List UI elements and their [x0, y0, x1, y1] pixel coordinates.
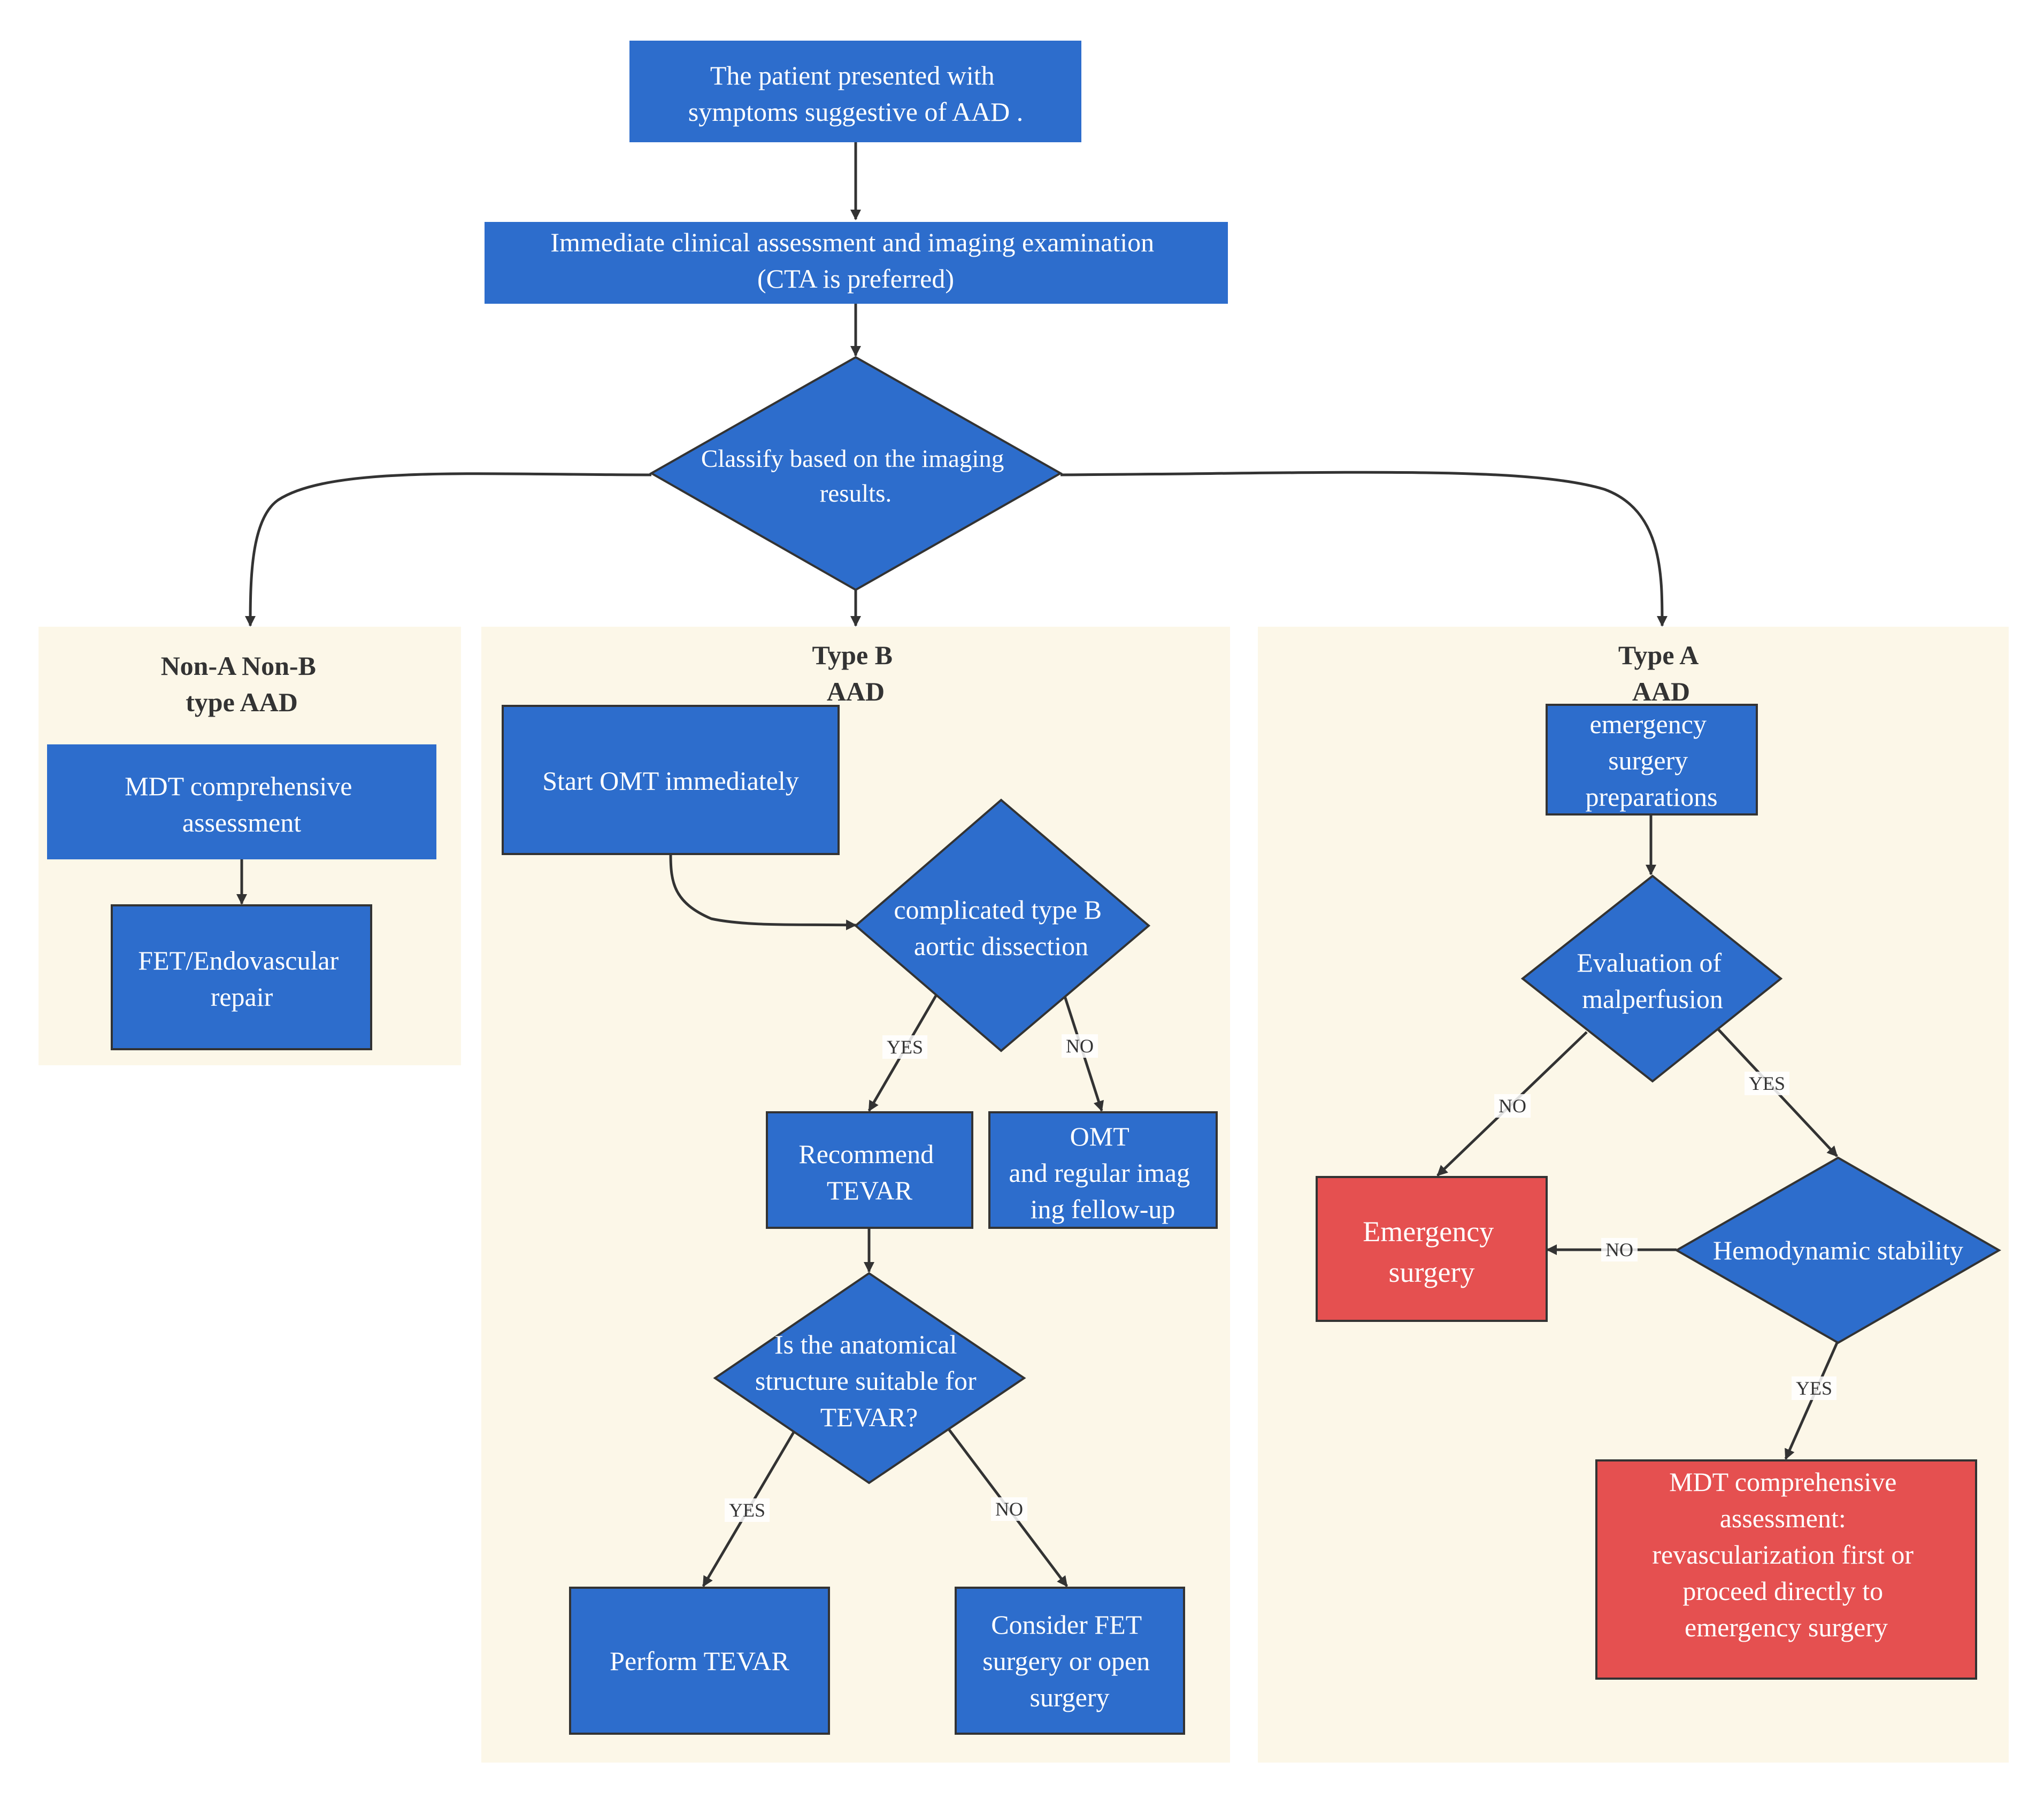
edge-label-text: NO	[1066, 1035, 1094, 1057]
node-emergency-surgery	[1316, 1176, 1548, 1322]
node-consider-fet	[955, 1587, 1185, 1735]
node-hemodynamic-decision	[1674, 1156, 2002, 1344]
edge-label-malperfusion-no: NO	[1494, 1094, 1531, 1118]
node-mdt-type-a-text: MDT comprehensive assessment: revascular…	[1652, 1467, 1920, 1642]
node-mdt-type-a	[1595, 1459, 1977, 1680]
node-perform-tevar	[569, 1587, 830, 1735]
edge-label-anatomy-no: NO	[991, 1497, 1027, 1521]
node-emergency-preparations	[1546, 704, 1758, 816]
node-complicated-decision	[854, 798, 1151, 1052]
node-start-text: The patient presented with symptoms sugg…	[688, 60, 1023, 127]
node-emergency-surgery-text: Emergency surgery	[1363, 1216, 1500, 1288]
node-emergency-preparations-text: emergency surgery preparations	[1585, 709, 1717, 812]
node-recommend-tevar-text: Recommend TEVAR	[798, 1139, 940, 1205]
edge-label-text: NO	[1605, 1239, 1633, 1260]
edge-label-malperfusion-yes: YES	[1745, 1072, 1789, 1095]
node-hemodynamic-decision-text: Hemodynamic stability	[1713, 1235, 1963, 1265]
node-assess-text: Immediate clinical assessment and imagin…	[550, 227, 1161, 294]
edge-label-text: NO	[1499, 1095, 1526, 1117]
edge-label-hemodynamic-yes: YES	[1792, 1376, 1836, 1400]
edge-label-text: YES	[887, 1036, 923, 1058]
node-omt-regular-imaging	[988, 1111, 1218, 1229]
edge-label-anatomy-yes: YES	[725, 1498, 770, 1522]
node-recommend-tevar	[766, 1111, 973, 1229]
edge-label-hemodynamic-no: NO	[1601, 1238, 1638, 1261]
edge-label-complicated-yes: YES	[882, 1035, 927, 1059]
node-anatomy-decision-text: Is the anatomical structure suitable for…	[755, 1329, 983, 1432]
cluster-title-type-b: Type B AAD	[812, 640, 900, 706]
node-perform-tevar-text: Perform TEVAR	[610, 1646, 789, 1676]
edge-classify-to-typea	[1060, 471, 1668, 627]
node-fet-endovascular-text: FET/Endovascular repair	[138, 945, 345, 1012]
node-classify	[649, 356, 1063, 591]
node-consider-fet-text: Consider FET surgery or open surgery	[982, 1610, 1156, 1712]
edge-label-text: YES	[729, 1499, 765, 1521]
node-omt-start-text: Start OMT immediately	[542, 766, 799, 796]
node-omt-start	[502, 705, 840, 855]
node-mdt-nonab	[47, 744, 436, 859]
edge-omt-to-complicated	[669, 853, 857, 930]
edge-label-text: YES	[1796, 1378, 1832, 1399]
node-anatomy-decision	[713, 1272, 1026, 1484]
node-start	[629, 41, 1081, 142]
node-assess	[485, 222, 1228, 304]
cluster-title-non-a-non-b: Non-A Non-B type AAD	[161, 651, 323, 717]
edge-label-complicated-no: NO	[1062, 1034, 1098, 1058]
edge-hemodynamic-to-mdt	[1784, 1342, 1839, 1460]
edge-label-text: YES	[1749, 1073, 1785, 1094]
node-mdt-nonab-text: MDT comprehensive assessment	[125, 771, 359, 837]
node-fet-endovascular	[111, 904, 372, 1050]
node-malperfusion-decision-text: Evaluation of malperfusion	[1577, 948, 1728, 1014]
node-malperfusion-decision	[1520, 874, 1783, 1083]
edge-label-text: NO	[995, 1498, 1023, 1520]
edge-classify-to-nonab	[245, 472, 652, 627]
node-classify-text: Classify based on the imaging results.	[701, 445, 1010, 507]
node-complicated-decision-text: complicated type B aortic dissection	[894, 895, 1108, 961]
node-omt-regular-imaging-text: OMT and regular imag ing fellow-up	[1009, 1121, 1196, 1224]
cluster-title-type-a: Type A AAD	[1618, 640, 1704, 706]
